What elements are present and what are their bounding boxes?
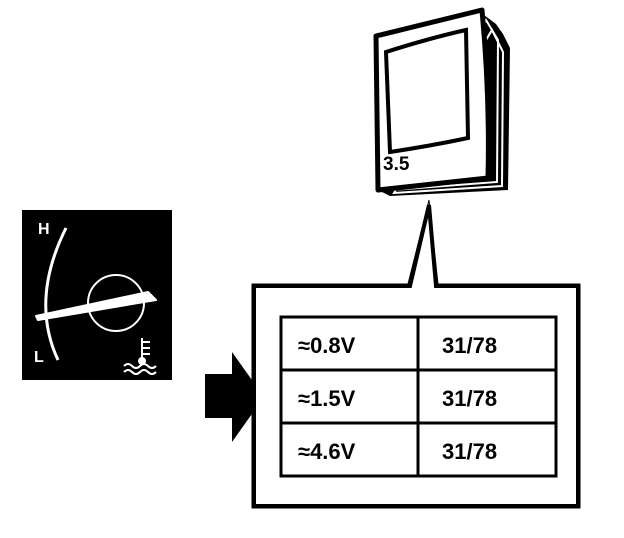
gauge-high-label: H [38,221,50,238]
table-row-1-ref: 31/78 [442,333,497,358]
table-row-1-voltage: ≈0.8V [298,333,356,358]
manual-page-label: 3.5 [383,154,410,175]
right-arrow-icon [205,352,264,442]
coolant-temperature-icon [123,338,157,375]
gauge-low-label: L [34,349,44,366]
voltage-table: ≈0.8V 31/78 ≈1.5V 31/78 ≈4.6V 31/78 [279,315,558,478]
table-row-2-voltage: ≈1.5V [298,386,356,411]
temperature-gauge: H L [22,210,172,380]
table-row-3-ref: 31/78 [442,439,497,464]
table-row-3-voltage: ≈4.6V [298,439,356,464]
gauge-needle [35,291,157,321]
table-row-2-ref: 31/78 [442,386,497,411]
manual-book-icon: 3.5 [373,7,510,196]
